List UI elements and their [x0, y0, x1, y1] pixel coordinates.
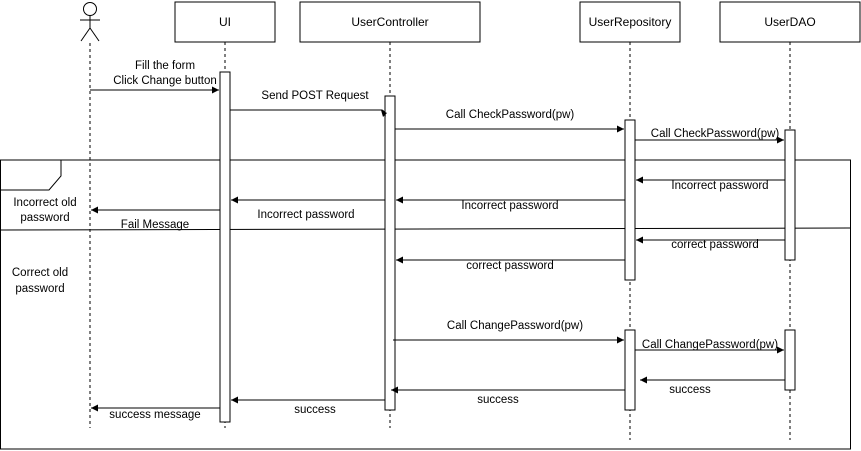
- participant-controller: UserController: [299, 1, 481, 43]
- msg-send-post-label: Send POST Request: [261, 90, 369, 102]
- msg-repo-success-label: success: [477, 394, 519, 406]
- participant-repository: UserRepository: [579, 1, 681, 43]
- alt-divider: [0, 227, 851, 231]
- participant-dao: UserDAO: [719, 1, 861, 43]
- participant-controller-label: UserController: [351, 15, 428, 29]
- msg-fail-message: Fail Message: [91, 206, 220, 231]
- msg-dao-incorrect-label: Incorrect password: [671, 180, 768, 192]
- msg-ctrl-success-label: success: [294, 404, 336, 416]
- activation-repository-check: [624, 119, 636, 281]
- activation-controller: [384, 95, 396, 411]
- activation-repository-change: [624, 329, 636, 411]
- guard-incorrect-line1: Incorrect old: [13, 197, 76, 209]
- msg-click-change-label: Click Change button: [113, 75, 217, 87]
- participant-ui-label: UI: [219, 15, 231, 29]
- alt-fragment: Incorrect old password Correct old passw…: [0, 159, 851, 450]
- msg-dao-correct-label: correct password: [671, 239, 759, 251]
- participant-ui: UI: [174, 1, 276, 43]
- msg-repo-success: success: [391, 386, 625, 406]
- msg-ctrl-incorrect-label: Incorrect password: [257, 209, 354, 221]
- msg-call-change-repo: Call ChangePassword(pw): [635, 339, 784, 354]
- msg-fill-form-label: Fill the form: [135, 60, 195, 72]
- guard-correct-line1: Correct old: [12, 267, 68, 279]
- msg-ctrl-incorrect: Incorrect password: [231, 196, 385, 221]
- msg-dao-success-label: success: [669, 384, 711, 396]
- msg-fail-message-label: Fail Message: [121, 219, 189, 231]
- participant-dao-label: UserDAO: [764, 15, 815, 29]
- msg-success-message-label: success message: [109, 409, 200, 421]
- msg-call-change-ctrl-label: Call ChangePassword(pw): [447, 320, 583, 332]
- msg-dao-incorrect: Incorrect password: [636, 176, 785, 192]
- msg-call-change-ctrl: Call ChangePassword(pw): [393, 320, 624, 344]
- activation-dao-change: [784, 329, 796, 391]
- msg-dao-success: success: [640, 376, 785, 396]
- msg-repo-incorrect: Incorrect password: [396, 196, 625, 212]
- msg-repo-correct: correct password: [396, 256, 625, 272]
- participant-repository-label: UserRepository: [589, 15, 672, 29]
- msg-success-message: success message: [91, 404, 220, 421]
- activation-dao-check: [784, 129, 796, 261]
- msg-send-post: Send POST Request: [230, 90, 387, 118]
- activation-ui: [219, 71, 231, 423]
- msg-call-check-repo: Call CheckPassword(pw): [635, 128, 784, 144]
- msg-fill-form: Fill the form Click Change button: [90, 60, 219, 94]
- msg-repo-correct-label: correct password: [466, 260, 554, 272]
- actor-user: [80, 2, 100, 42]
- guard-incorrect-line2: password: [20, 212, 69, 224]
- msg-ctrl-success: success: [231, 396, 385, 416]
- guard-correct-line2: password: [15, 283, 64, 295]
- msg-call-change-repo-label: Call ChangePassword(pw): [642, 339, 778, 351]
- msg-call-check-ctrl: Call CheckPassword(pw): [395, 109, 624, 133]
- msg-call-check-repo-label: Call CheckPassword(pw): [651, 128, 780, 140]
- msg-call-check-ctrl-label: Call CheckPassword(pw): [446, 109, 575, 121]
- msg-dao-correct: correct password: [636, 236, 785, 251]
- msg-repo-incorrect-label: Incorrect password: [461, 200, 558, 212]
